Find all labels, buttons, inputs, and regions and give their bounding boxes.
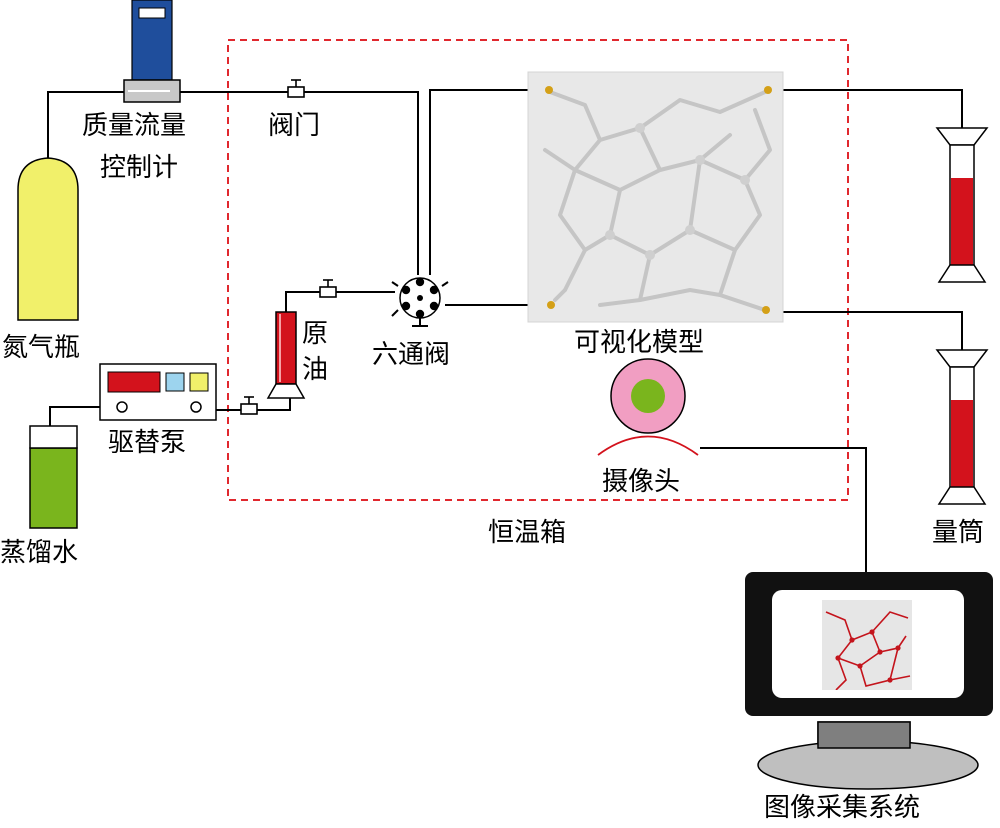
measuring-cylinder-icon xyxy=(935,127,989,283)
camera-icon xyxy=(597,358,699,456)
camera-cable xyxy=(700,447,867,574)
gas-cylinder-icon xyxy=(17,157,79,321)
measuring-cylinder-icon-2 xyxy=(935,349,989,505)
label-six-way-valve: 六通阀 xyxy=(372,340,450,370)
valve-icon xyxy=(287,79,305,98)
pump-to-crude-line xyxy=(196,398,291,411)
label-visualization-model: 可视化模型 xyxy=(574,328,704,358)
label-displacement-pump: 驱替泵 xyxy=(108,428,186,458)
visualization-model xyxy=(527,71,784,323)
model-inlet-line xyxy=(429,89,548,275)
crude-oil-container xyxy=(266,311,306,399)
label-mass-flow-controller-1: 质量流量 xyxy=(82,111,186,141)
label-mass-flow-controller-2: 控制计 xyxy=(100,153,178,183)
label-nitrogen-cylinder: 氮气瓶 xyxy=(2,333,80,363)
label-distilled-water: 蒸馏水 xyxy=(0,538,78,568)
label-valve: 阀门 xyxy=(268,111,320,141)
label-crude-oil-2: 油 xyxy=(302,355,328,385)
outlet-to-cylinder-1 xyxy=(770,89,963,128)
pump-icon xyxy=(99,363,217,421)
mass-flow-controller-icon xyxy=(123,0,181,103)
pipelines xyxy=(47,89,963,574)
label-camera: 摄像头 xyxy=(602,467,680,497)
gas-line xyxy=(47,91,124,170)
crude-to-valve-line xyxy=(285,291,395,312)
gas-line-2 xyxy=(180,91,419,275)
six-way-valve-icon xyxy=(391,277,449,327)
monitor-icon xyxy=(745,572,993,790)
label-measuring-cylinder: 量筒 xyxy=(932,518,984,548)
label-image-acquisition-system: 图像采集系统 xyxy=(764,793,920,823)
outlet-to-cylinder-2 xyxy=(770,311,963,350)
pump-valve-icon xyxy=(240,396,258,415)
water-beaker xyxy=(29,425,78,529)
label-oven: 恒温箱 xyxy=(488,518,566,548)
crude-valve-icon xyxy=(319,279,337,298)
label-crude-oil-1: 原 xyxy=(302,319,328,349)
